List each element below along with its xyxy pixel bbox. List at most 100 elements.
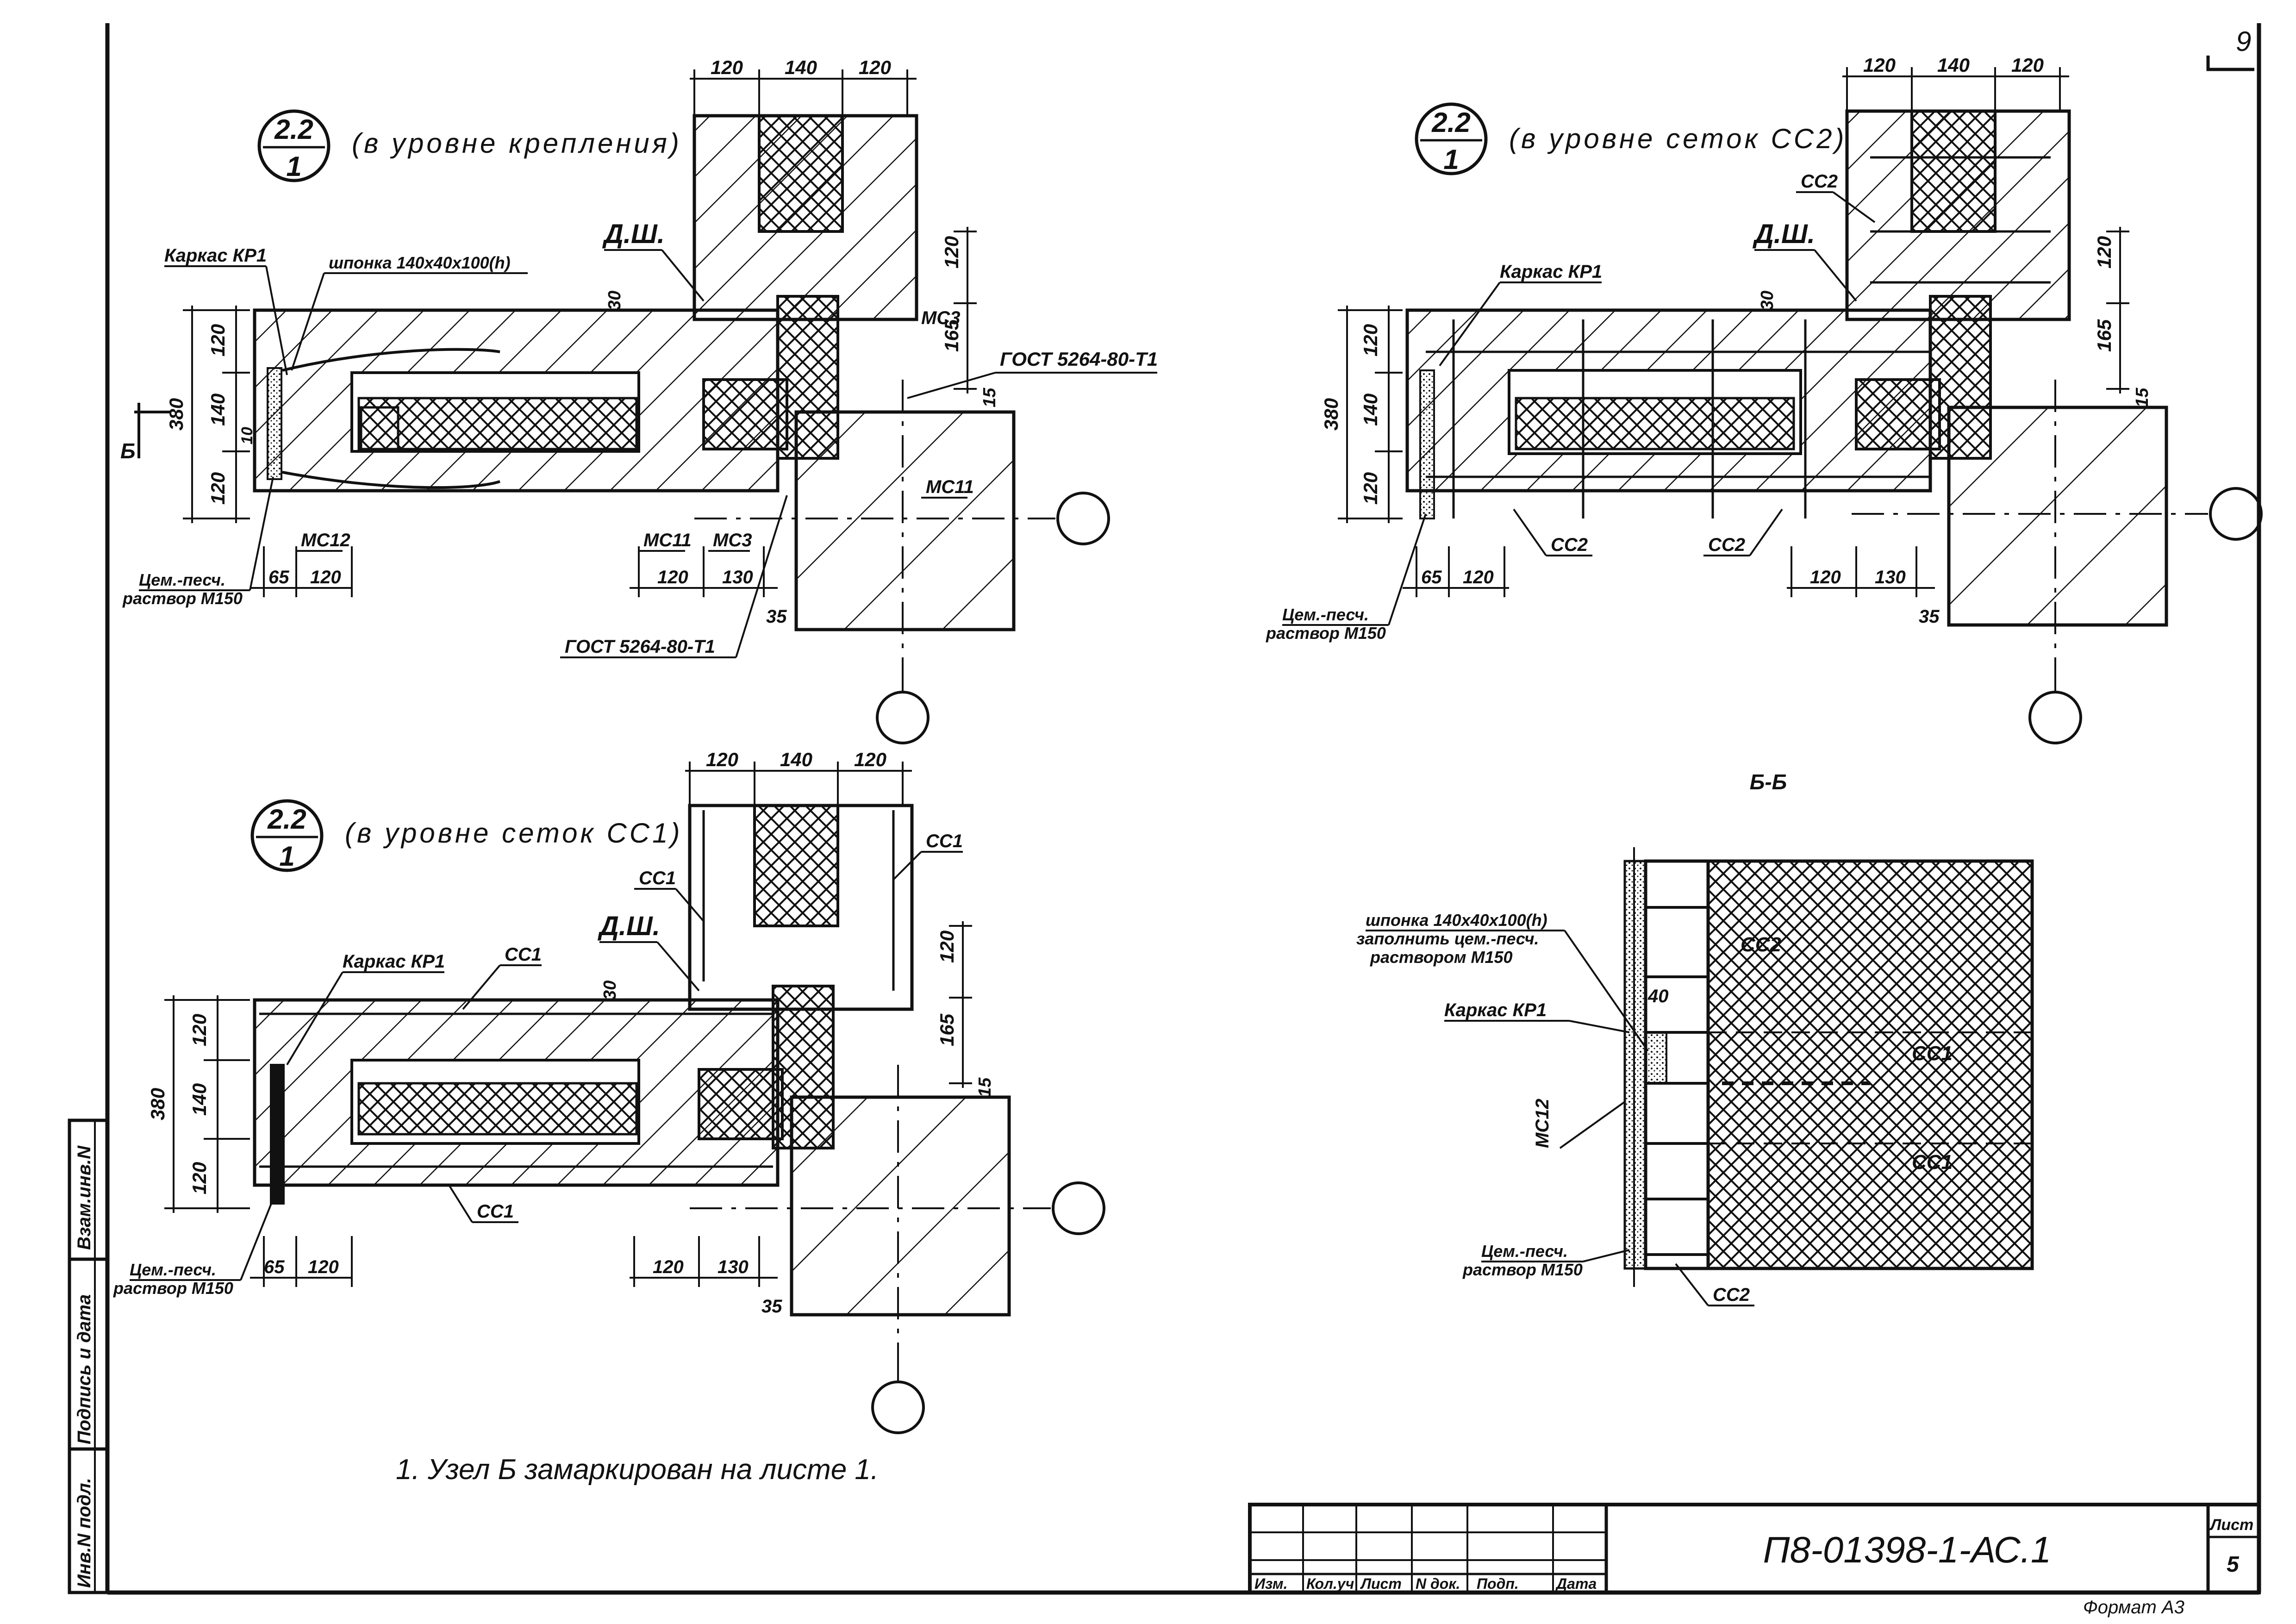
dim-bottom-120r: 120 <box>657 567 688 587</box>
dim-left-140: 140 <box>207 394 229 426</box>
stamp-cell-1: Инв.N подл. <box>74 1478 94 1588</box>
label-mortar-3b: раствор М150 <box>113 1279 233 1298</box>
dim3-left-140: 140 <box>188 1083 210 1116</box>
bb-cc1-a: СС1 <box>1912 1042 1953 1065</box>
axis-bubble-right-1 <box>1056 492 1110 545</box>
dim2-bottom-120: 120 <box>1463 567 1494 587</box>
label-mortar-3a: Цем.-песч. <box>130 1260 216 1279</box>
dim-top-120a: 120 <box>711 56 743 78</box>
dim2-left-120a: 120 <box>1360 324 1381 356</box>
tb-sheet-label: Лист <box>2209 1516 2253 1534</box>
dim-bottom-120: 120 <box>310 567 341 587</box>
dim-right-15: 15 <box>980 387 999 407</box>
stamp-cell-2: Подпись и дата <box>74 1294 94 1444</box>
dim2-bottom-120r: 120 <box>1810 567 1841 587</box>
dim3-top-140: 140 <box>780 749 812 770</box>
note-text: 1. Узел Б замаркирован на листе 1. <box>396 1454 879 1486</box>
side-stamp: Инв.N подл. Подпись и дата Взам.инв.N <box>68 1118 109 1594</box>
dim2-right-165: 165 <box>2093 319 2115 352</box>
dim3-bottom-120: 120 <box>308 1257 339 1277</box>
dim2-bottom-65: 65 <box>1421 567 1442 587</box>
tb-col-data: Дата <box>1555 1575 1597 1592</box>
label-cc1-bottom: СС1 <box>477 1201 514 1222</box>
label-karkas-1: Каркас КР1 <box>164 245 267 266</box>
stamp-cell-3: Взам.инв.N <box>74 1145 94 1250</box>
detail-marker-1: 2.2 1 <box>257 109 331 182</box>
dim2-bottom-35: 35 <box>1919 606 1940 627</box>
dims-left-3: 380 120 140 120 30 <box>147 981 620 1213</box>
section-bb-title: Б-Б <box>1750 770 1787 794</box>
bb-cc2-top: СС2 <box>1741 933 1782 956</box>
mortar-strip <box>267 367 282 480</box>
dim-left-10: 10 <box>238 427 256 444</box>
corner-sheet-number: 9 <box>2236 26 2251 57</box>
label-mc11-right: МС11 <box>926 477 974 497</box>
section-mark-b: Б <box>120 439 136 463</box>
label-cc2-bottom-b: СС2 <box>1708 535 1745 555</box>
dim3-30: 30 <box>600 981 620 1000</box>
concrete-column-3 <box>790 1095 1011 1317</box>
panel-insulation-fill-3 <box>357 1082 638 1136</box>
tb-sheet-value: 5 <box>2227 1552 2240 1577</box>
label-mc11-bottom: МС11 <box>643 530 692 550</box>
joint-block <box>702 378 788 450</box>
dims-right-3: 120 165 15 <box>936 921 995 1097</box>
dim3-right-15: 15 <box>975 1077 995 1097</box>
dim2-left-140: 140 <box>1360 394 1381 426</box>
label-mortar-2a: Цем.-песч. <box>1282 605 1369 624</box>
dim-bottom-130: 130 <box>722 567 753 587</box>
joint-block-3 <box>698 1068 784 1140</box>
dim-left-120a: 120 <box>207 324 229 356</box>
concrete-column <box>794 410 1016 631</box>
dim2-left-380: 380 <box>1320 398 1342 431</box>
bb-shponka-b: заполнить цем.-песч. <box>1356 929 1539 948</box>
section-cut-b: Б <box>120 403 171 463</box>
mortar-strip-3 <box>270 1064 285 1205</box>
panel-insulation-fill-2 <box>1515 397 1795 450</box>
dim-right-165: 165 <box>941 319 962 352</box>
tb-code: П8-01398-1-АС.1 <box>1763 1529 2052 1570</box>
frame-kr1 <box>282 348 500 489</box>
detail-2-caption: (в уровне сеток СС2) <box>1509 123 1847 154</box>
dims-right-1: 120 165 15 <box>941 227 999 407</box>
label-cc2-bottom-a: СС2 <box>1551 535 1588 555</box>
detail-3-caption: (в уровне сеток СС1) <box>345 818 682 849</box>
label-dsh-3: Д.Ш. <box>597 911 660 941</box>
dim2-bottom-130: 130 <box>1875 567 1906 587</box>
bb-shponka-a: шпонка 140х40х100(h) <box>1366 911 1547 930</box>
marker-3-num: 2.2 <box>267 804 306 835</box>
marker-1-num: 2.2 <box>274 114 313 145</box>
dim2-top-120a: 120 <box>1863 54 1896 76</box>
label-dsh-2: Д.Ш. <box>1752 219 1815 249</box>
dim2-top-120b: 120 <box>2011 54 2044 76</box>
dim3-top-120b: 120 <box>854 749 886 770</box>
bb-mortar-b: раствор М150 <box>1462 1260 1583 1279</box>
bb-mc12: МС12 <box>1532 1099 1553 1148</box>
title-block: Изм. Кол.уч Лист N док. Подп. Дата П8-01… <box>1248 1503 2261 1618</box>
dims-left-2: 380 120 140 120 30 <box>1320 291 1777 523</box>
label-cc2-top: СС2 <box>1801 171 1838 192</box>
concrete-column-2 <box>1947 406 2168 627</box>
dim3-left-120b: 120 <box>188 1162 210 1194</box>
label-mc3-bottom: МС3 <box>713 530 752 550</box>
shponka-box <box>360 406 399 450</box>
dims-left-1: 380 120 140 120 10 30 <box>165 291 624 523</box>
axis-bubble-bottom-2 <box>2028 691 2082 744</box>
dims-bottom-2: 65 120 120 130 35 <box>1403 546 1940 627</box>
label-gost-top: ГОСТ 5264-80-Т1 <box>1000 348 1158 370</box>
dims-top-2: 120 140 120 <box>1842 54 2069 111</box>
dim3-top-120a: 120 <box>706 749 738 770</box>
axis-bubble-right-2 <box>2209 487 2263 541</box>
marker-3-den: 1 <box>279 841 294 872</box>
dim3-bottom-120r: 120 <box>653 1257 684 1277</box>
mortar-strip-2 <box>1419 369 1435 519</box>
label-mortar-1a: Цем.-песч. <box>139 570 225 589</box>
marker-2-num: 2.2 <box>1431 107 1470 138</box>
dim-30: 30 <box>605 291 624 310</box>
dim3-bottom-35: 35 <box>761 1296 782 1317</box>
tb-col-ndok: N док. <box>1416 1575 1460 1592</box>
mesh-cc2 <box>1426 156 2051 518</box>
detail-marker-2: 2.2 1 <box>1415 102 1488 175</box>
dim-left-380: 380 <box>165 398 187 431</box>
tb-col-izm: Изм. <box>1254 1575 1287 1592</box>
